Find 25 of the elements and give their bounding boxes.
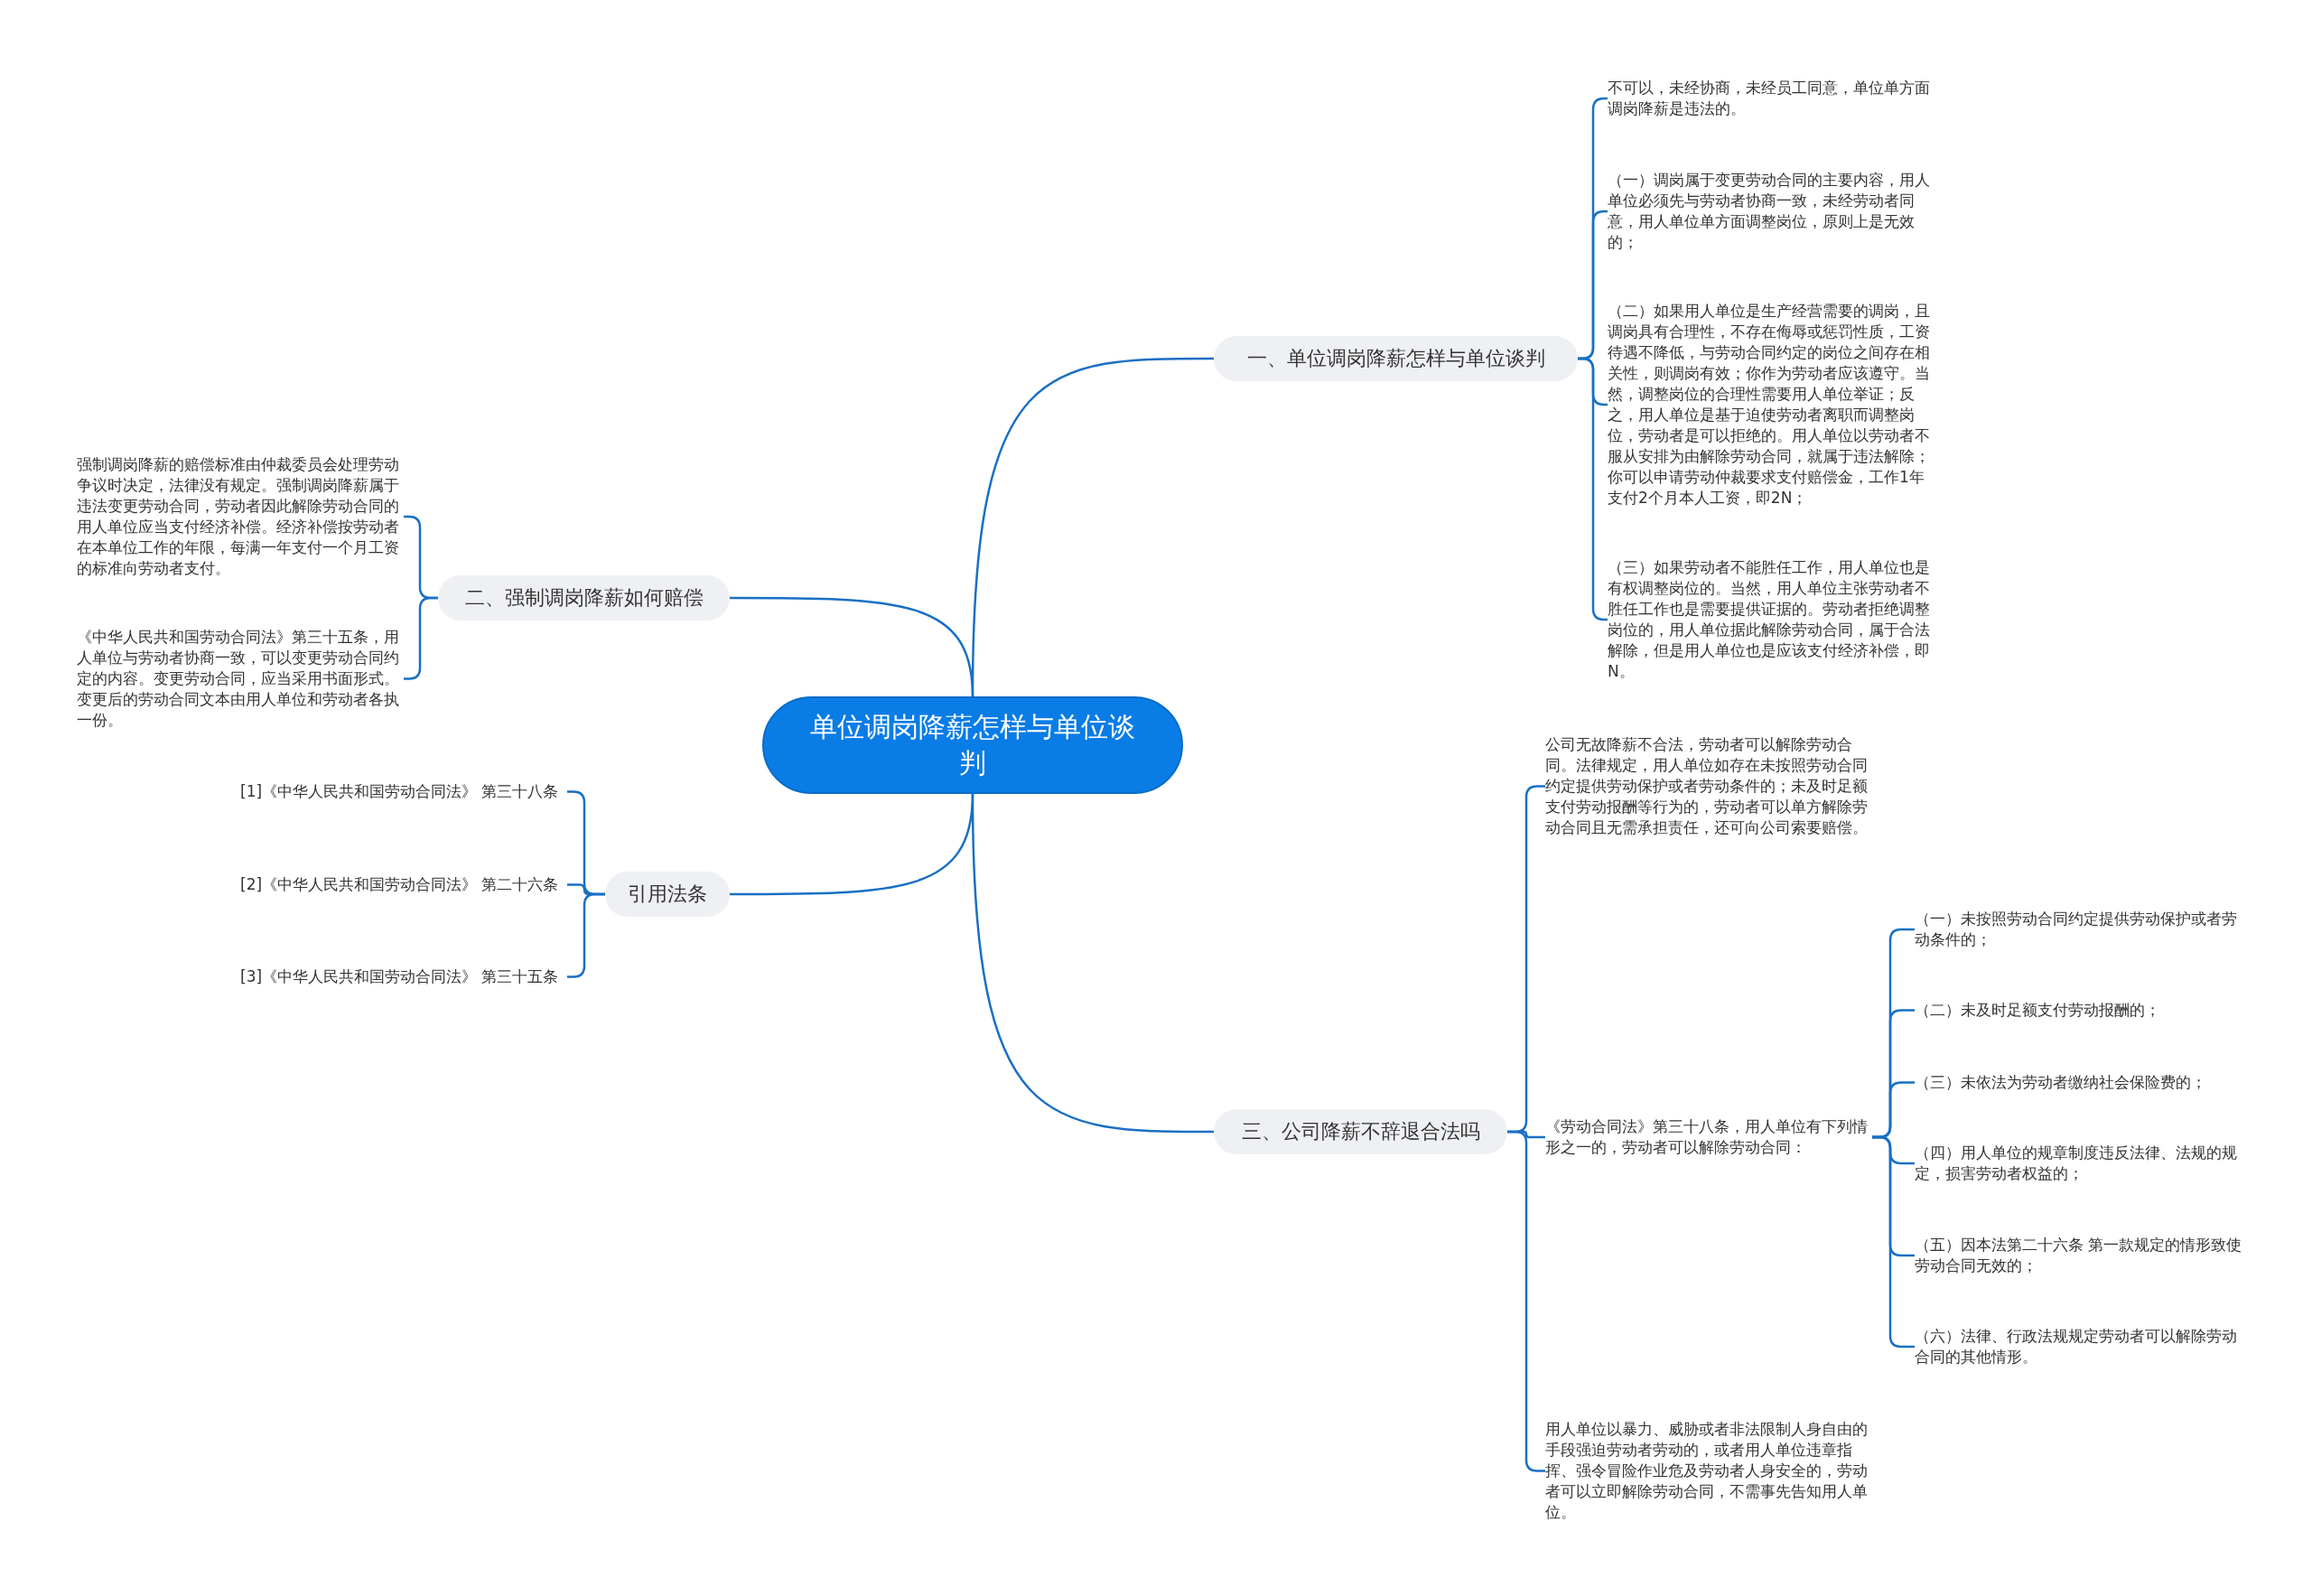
- note-text: （三）未依法为劳动者缴纳社会保险费的；: [1915, 1072, 2249, 1093]
- note-text: （二）未及时足额支付劳动报酬的；: [1915, 1000, 2249, 1021]
- note-text: （六）法律、行政法规规定劳动者可以解除劳动合同的其他情形。: [1915, 1326, 2249, 1367]
- note-text: 不可以，未经协商，未经员工同意，单位单方面调岗降薪是违法的。: [1608, 78, 1934, 119]
- note-text: 《中华人民共和国劳动合同法》第三十五条，用人单位与劳动者协商一致，可以变更劳动合同约定的内容。变更劳动合同，应当采用书面形式。变更后的劳动合同文本由用人单位和劳动者各执一份。: [77, 627, 404, 731]
- connector-line: [730, 596, 974, 697]
- branch-topic: 三、公司降薪不辞退合法吗: [1214, 1109, 1507, 1154]
- note-text: [1]《中华人民共和国劳动合同法》 第三十八条: [240, 781, 567, 802]
- note-text: （一）未按照劳动合同约定提供劳动保护或者劳动条件的；: [1915, 909, 2249, 950]
- note-text: （四）用人单位的规章制度违反法律、法规的规定，损害劳动者权益的；: [1915, 1143, 2249, 1184]
- note-text: 公司无故降薪不合法，劳动者可以解除劳动合同。法律规定，用人单位如存在未按照劳动合同约定提供劳动保护或者劳动条件的；未及时足额支付劳动报酬等行为的，劳动者可以单方解除劳动合同且无需承担责任，还可向公司索要赔偿。: [1545, 734, 1872, 838]
- central-topic: 单位调岗降薪怎样与单位谈判: [762, 696, 1183, 794]
- note-text: [2]《中华人民共和国劳动合同法》 第二十六条: [240, 874, 567, 895]
- branch-topic: 一、单位调岗降薪怎样与单位谈判: [1214, 336, 1578, 381]
- note-text: （五）因本法第二十六条 第一款规定的情形致使劳动合同无效的；: [1915, 1235, 2249, 1276]
- branch-topic: 引用法条: [605, 872, 730, 917]
- note-text: （二）如果用人单位是生产经营需要的调岗，且调岗具有合理性，不存在侮辱或惩罚性质，工资待遇不降低，与劳动合同约定的岗位之间存在相关性，则调岗有效；你作为劳动者应该遵守。当然，调整岗位的合理性需要用人单位举证；反之，用人单位是基于迫使劳动者离职而调整岗位，劳动者是可以拒绝的。用人单位以劳动者不服从安排为由解除劳动合同，就属于违法解除；你可以申请劳动仲裁要求支付赔偿金，工作1年支付2个月本人工资，即2N；: [1608, 301, 1934, 509]
- connector-line: [971, 793, 1214, 1134]
- branch-topic: 二、强制调岗降薪如何赔偿: [438, 575, 730, 621]
- note-text: （三）如果劳动者不能胜任工作，用人单位也是有权调整岗位的。当然，用人单位主张劳动者不胜任工作也是需要提供证据的。劳动者拒绝调整岗位的，用人单位据此解除劳动合同，属于合法解除，但是用人单位也是应该支付经济补偿，即N。: [1608, 557, 1934, 682]
- note-text: （一）调岗属于变更劳动合同的主要内容，用人单位必须先与劳动者协商一致，未经劳动者同意，用人单位单方面调整岗位，原则上是无效的；: [1608, 170, 1934, 253]
- note-text: 强制调岗降薪的赔偿标准由仲裁委员会处理劳动争议时决定，法律没有规定。强制调岗降薪属于违法变更劳动合同，劳动者因此解除劳动合同的用人单位应当支付经济补偿。经济补偿按劳动者在本单位工作的年限，每满一年支付一个月工资的标准向劳动者支付。: [77, 454, 404, 579]
- note-text: 用人单位以暴力、威胁或者非法限制人身自由的手段强迫劳动者劳动的，或者用人单位违章指挥、强令冒险作业危及劳动者人身安全的，劳动者可以立即解除劳动合同，不需事先告知用人单位。: [1545, 1419, 1872, 1523]
- note-text: 《劳动合同法》第三十八条，用人单位有下列情形之一的，劳动者可以解除劳动合同：: [1545, 1116, 1872, 1158]
- note-text: [3]《中华人民共和国劳动合同法》 第三十五条: [240, 966, 567, 987]
